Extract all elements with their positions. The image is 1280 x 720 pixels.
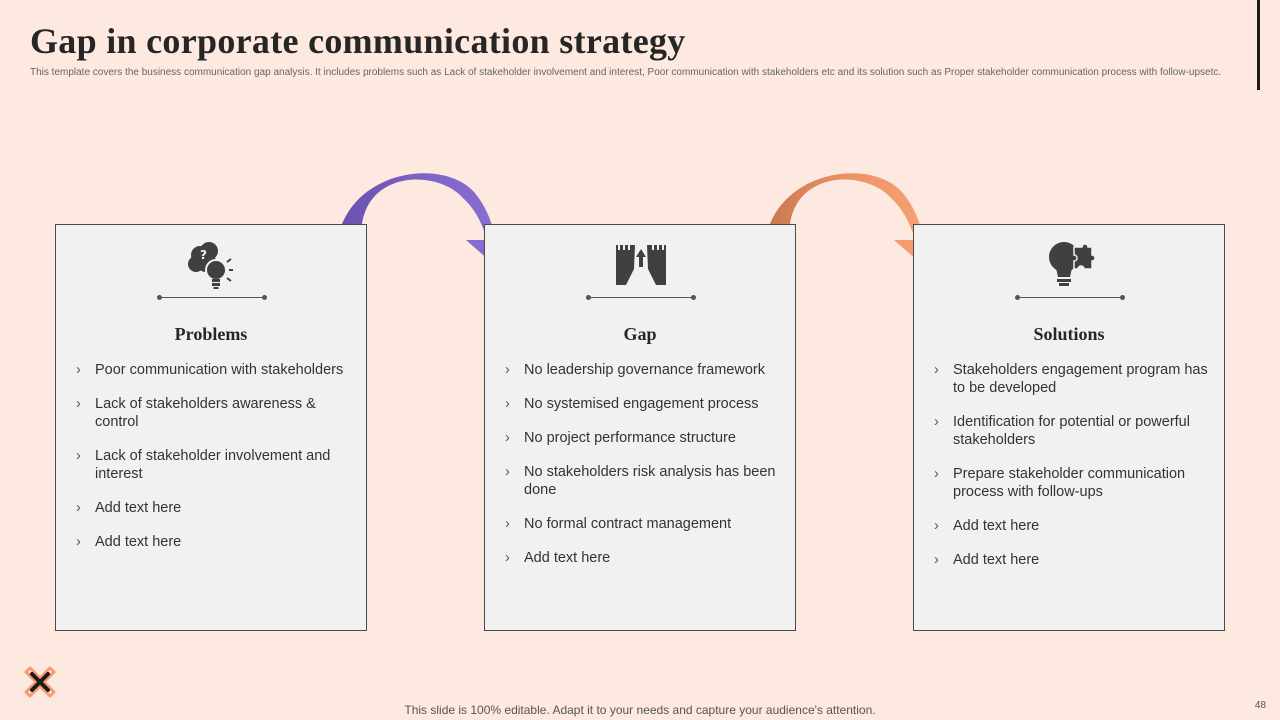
card-title: Solutions bbox=[1033, 324, 1105, 344]
problems-card: ? Problems Poor communication with stake… bbox=[55, 224, 367, 631]
page-number: 48 bbox=[1254, 700, 1266, 711]
list-item: Add text here bbox=[934, 551, 1212, 569]
solutions-card: Solutions Stakeholders engagement progra… bbox=[913, 224, 1225, 631]
road-gap-icon bbox=[613, 237, 669, 293]
slide-subtitle: This template covers the business commun… bbox=[30, 67, 1222, 78]
brand-logo-icon bbox=[22, 664, 58, 705]
footer-text: This slide is 100% editable. Adapt it to… bbox=[404, 703, 876, 717]
brain-lightbulb-icon: ? bbox=[184, 237, 240, 293]
list-item: Prepare stakeholder communication proces… bbox=[934, 465, 1212, 501]
card-title: Gap bbox=[623, 324, 657, 344]
card-list: No leadership governance framework No sy… bbox=[505, 361, 783, 583]
lightbulb-puzzle-icon bbox=[1042, 237, 1098, 293]
card-divider bbox=[1015, 295, 1125, 300]
list-item: Add text here bbox=[76, 533, 354, 551]
list-item: Lack of stakeholder involvement and inte… bbox=[76, 447, 354, 483]
accent-bar bbox=[1257, 0, 1260, 90]
card-list: Poor communication with stakeholders Lac… bbox=[76, 361, 354, 567]
list-item: Stakeholders engagement program has to b… bbox=[934, 361, 1212, 397]
list-item: Identification for potential or powerful… bbox=[934, 413, 1212, 449]
list-item: No formal contract management bbox=[505, 515, 783, 533]
card-divider bbox=[586, 295, 696, 300]
list-item: No leadership governance framework bbox=[505, 361, 783, 379]
card-divider bbox=[157, 295, 267, 300]
card-title: Problems bbox=[174, 324, 248, 344]
list-item: Add text here bbox=[934, 517, 1212, 535]
list-item: No project performance structure bbox=[505, 429, 783, 447]
slide-title: Gap in corporate communication strategy bbox=[30, 21, 686, 61]
list-item: Poor communication with stakeholders bbox=[76, 361, 354, 379]
purple-curved-arrow-icon bbox=[342, 173, 526, 269]
orange-curved-arrow-icon bbox=[770, 173, 954, 269]
list-item: Add text here bbox=[505, 549, 783, 567]
list-item: Add text here bbox=[76, 499, 354, 517]
list-item: Lack of stakeholders awareness & control bbox=[76, 395, 354, 431]
list-item: No systemised engagement process bbox=[505, 395, 783, 413]
gap-card: Gap No leadership governance framework N… bbox=[484, 224, 796, 631]
card-list: Stakeholders engagement program has to b… bbox=[934, 361, 1212, 585]
svg-text:?: ? bbox=[200, 248, 207, 262]
list-item: No stakeholders risk analysis has been d… bbox=[505, 463, 783, 499]
